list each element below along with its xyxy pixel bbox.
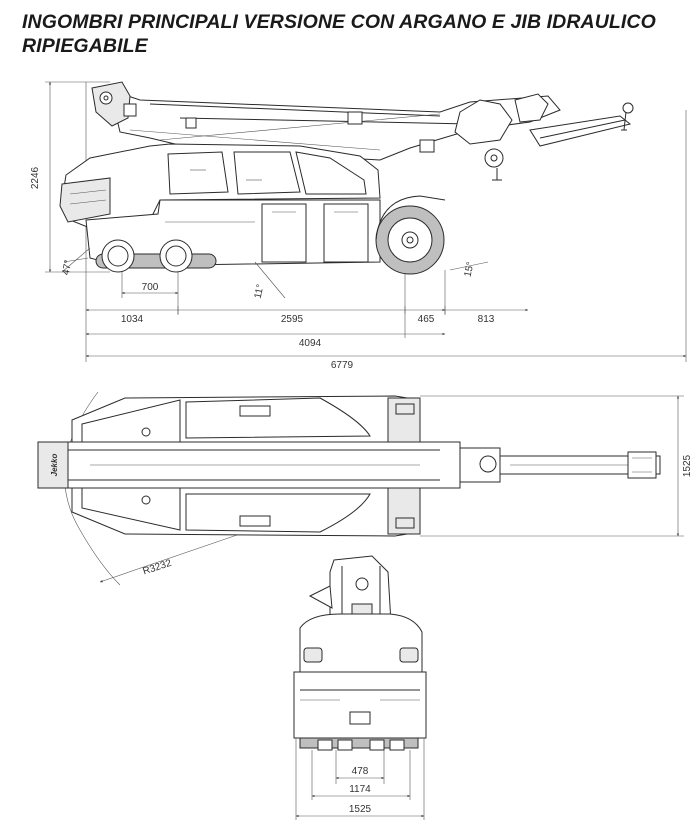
rear-view: 478 1174 1525: [293, 555, 427, 820]
rear-angle-label: 15°: [463, 261, 477, 278]
body-length-dimension: 4094: [299, 338, 322, 349]
brand-mark: Jekko: [50, 454, 59, 477]
rear-width-dimension: 1525: [349, 804, 372, 815]
top-view: R3232 Jekko 1525: [37, 391, 693, 586]
wheelbase-dimension: 2595: [281, 314, 304, 325]
height-dimension: 2246: [30, 166, 41, 189]
track-dimension: 1174: [349, 784, 371, 795]
rear-overhang-dimension: 465: [418, 314, 435, 325]
page-title: INGOMBRI PRINCIPALI VERSIONE CON ARGANO …: [22, 10, 656, 58]
inner-track-dimension: 478: [352, 766, 369, 777]
top-width-dimension: 1525: [682, 454, 693, 477]
front-angle-label: 47°: [61, 259, 74, 276]
total-length-dimension: 6779: [331, 360, 354, 371]
side-view: 2246 47° 11° 15° 700 1034 2595 465 813 4…: [30, 81, 687, 371]
title-line-1: INGOMBRI PRINCIPALI VERSIONE CON ARGANO …: [22, 11, 656, 33]
jib-overhang-dimension: 813: [478, 314, 495, 325]
turn-radius-label: R3232: [142, 558, 174, 578]
axle-spacing-dimension: 700: [142, 282, 159, 293]
title-line-2: RIPIEGABILE: [22, 35, 148, 57]
front-overhang-dimension: 1034: [121, 314, 144, 325]
mid-angle-label: 11°: [253, 283, 267, 299]
